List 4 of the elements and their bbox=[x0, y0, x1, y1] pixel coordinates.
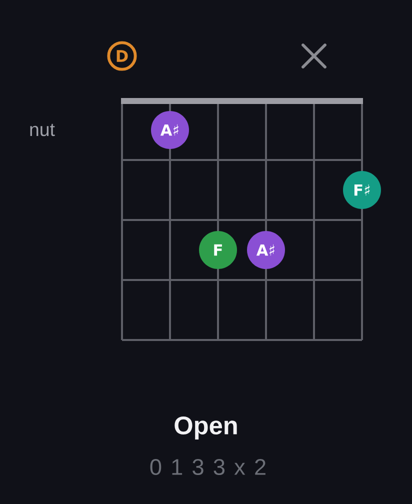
fingering-label: 0 1 3 3 x 2 bbox=[150, 458, 266, 476]
root-note-ring: D bbox=[107, 41, 137, 71]
chord-name: Open bbox=[174, 416, 237, 440]
nut-label: nut bbox=[30, 124, 55, 136]
